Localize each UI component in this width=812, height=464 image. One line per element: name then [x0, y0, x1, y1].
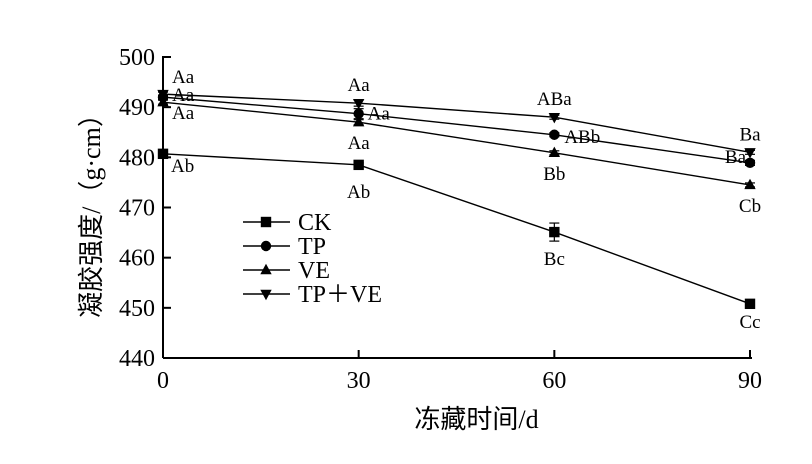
data-point: [352, 98, 365, 110]
series-line: [162, 101, 751, 186]
series: [157, 95, 756, 190]
x-tick-label: 30: [347, 368, 371, 394]
significance-label: ABa: [537, 89, 572, 110]
x-tick-label: 60: [542, 368, 566, 394]
y-tick-label: 470: [119, 196, 155, 222]
legend-item: TP＋VE: [243, 282, 382, 308]
y-tick-label: 450: [119, 296, 155, 322]
legend-item: VE: [243, 258, 330, 284]
significance-label: Aa: [172, 67, 195, 88]
y-tick-label: 440: [119, 346, 155, 372]
legend-label: VE: [298, 258, 330, 284]
legend-label: TP: [298, 234, 326, 260]
data-point: [744, 148, 756, 159]
legend-marker: [260, 240, 272, 252]
legend-marker: [260, 216, 272, 228]
significance-label: Cb: [739, 196, 761, 217]
significance-label: Aa: [348, 75, 371, 96]
series-layer: [157, 89, 756, 310]
series-line: [162, 153, 751, 305]
x-axis-label: 冻藏时间/d: [414, 405, 538, 434]
significance-label: ABb: [564, 127, 600, 148]
legend-item: CK: [243, 210, 332, 236]
series: [157, 89, 756, 159]
significance-label: Ba: [725, 147, 747, 168]
data-point: [744, 157, 756, 169]
data-point: [353, 108, 364, 119]
data-point: [352, 116, 365, 127]
legend-item: TP: [243, 234, 326, 260]
series-line: [162, 93, 751, 154]
series-line: [162, 96, 751, 164]
data-point: [157, 148, 169, 160]
y-axis-label: 凝胶强度/（g·cm）: [77, 101, 106, 318]
axes: 440 450 460 470 480 490 500 0 30 60 90: [119, 45, 762, 394]
significance-label: Ab: [171, 156, 194, 177]
series: [157, 91, 756, 169]
x-tick-label: 0: [157, 368, 169, 394]
significance-label: Cc: [739, 312, 760, 333]
significance-label: Ba: [739, 124, 761, 145]
significance-label: Aa: [368, 104, 391, 125]
data-point: [744, 178, 756, 190]
legend-marker: [260, 289, 272, 301]
data-point: [744, 298, 756, 310]
y-tick-label: 460: [119, 246, 155, 272]
data-point: [549, 226, 560, 238]
significance-label: Bb: [543, 164, 565, 185]
data-point: [157, 89, 169, 101]
data-point: [548, 113, 561, 124]
y-tick-label: 480: [119, 145, 155, 171]
x-tick-label: 90: [738, 368, 762, 394]
significance-label: Aa: [172, 103, 195, 124]
data-point: [548, 146, 561, 158]
legend-label: TP＋VE: [298, 282, 382, 308]
y-tick-label: 500: [119, 45, 155, 71]
significance-label: Aa: [172, 85, 195, 106]
legend-marker: [260, 263, 272, 275]
data-point: [353, 159, 364, 171]
significance-label: Bc: [544, 249, 565, 270]
legend-label: CK: [298, 210, 332, 236]
series: [157, 148, 756, 310]
y-tick-label: 490: [119, 95, 155, 121]
significance-label: Ab: [347, 182, 370, 203]
data-point: [157, 95, 169, 107]
significance-label: Aa: [348, 133, 371, 154]
data-point: [549, 129, 560, 140]
